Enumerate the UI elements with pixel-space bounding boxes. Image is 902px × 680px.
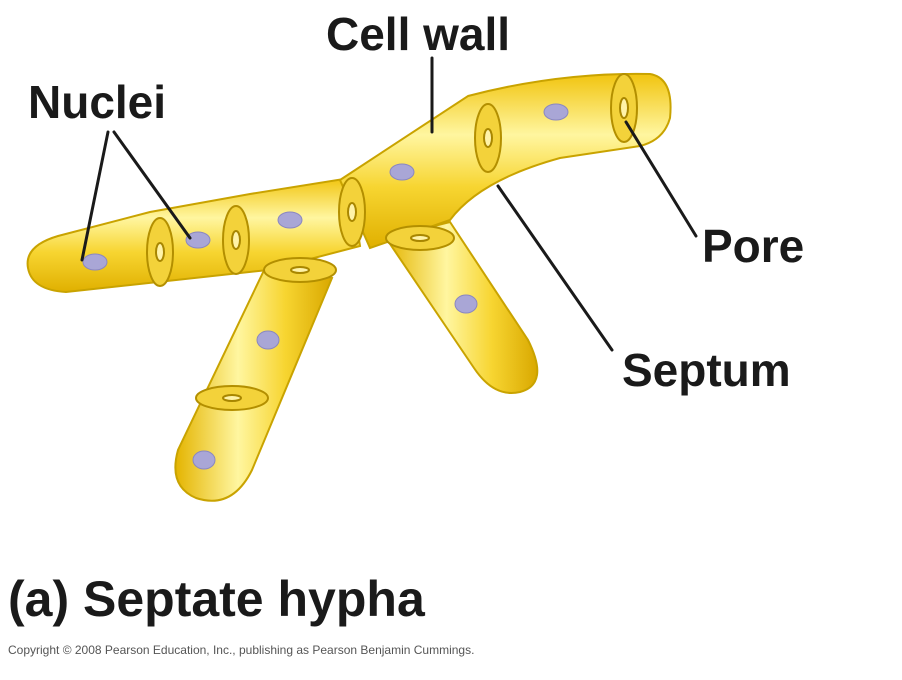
figure-caption: (a) Septate hypha: [8, 571, 426, 627]
pore: [155, 242, 165, 262]
leader-line-nuclei-1: [80, 130, 110, 262]
hypha-body: [26, 72, 672, 502]
nucleus: [389, 163, 415, 181]
nucleus: [185, 231, 211, 249]
septa: [146, 73, 638, 411]
leader-lines: [80, 56, 698, 352]
label-septum: Septum: [622, 344, 791, 396]
pore: [483, 128, 493, 148]
pore: [290, 266, 310, 274]
label-cell-wall: Cell wall: [326, 8, 510, 60]
pore: [410, 234, 430, 242]
hypha-branch-left: [174, 260, 334, 502]
pore: [347, 202, 357, 222]
nucleus: [192, 450, 216, 470]
nucleus: [256, 330, 280, 350]
leader-line-pore: [624, 120, 698, 238]
pore: [222, 394, 242, 402]
hypha-main-right: [338, 72, 672, 250]
nucleus: [454, 294, 478, 314]
nucleus: [277, 211, 303, 229]
leader-line-nuclei-2: [112, 130, 192, 240]
nucleus: [543, 103, 569, 121]
labels: Cell wall Nuclei Pore Septum: [28, 8, 804, 396]
pore: [619, 97, 629, 119]
label-pore: Pore: [702, 220, 804, 272]
label-nuclei: Nuclei: [28, 76, 166, 128]
leader-line-septum: [496, 184, 614, 352]
copyright-notice: Copyright © 2008 Pearson Education, Inc.…: [8, 643, 474, 657]
nuclei: [82, 103, 569, 470]
pore: [231, 230, 241, 250]
nucleus: [82, 253, 108, 271]
